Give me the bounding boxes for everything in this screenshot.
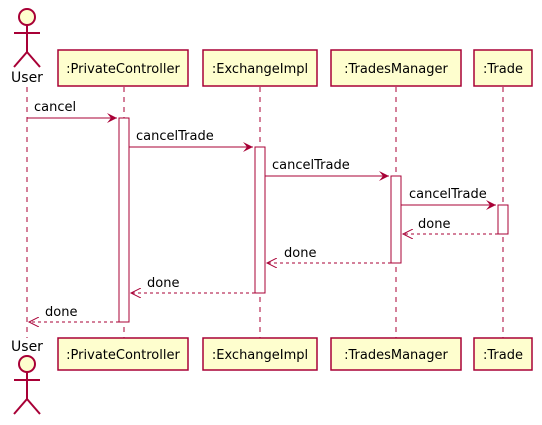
message-done-1: done <box>403 217 498 234</box>
message-label: done <box>284 246 316 261</box>
message-done-2: done <box>267 246 391 263</box>
message-label: cancelTrade <box>272 158 350 173</box>
message-done-3: done <box>131 276 255 293</box>
participant-label: :Trade <box>483 348 523 363</box>
message-cancel: cancel <box>27 100 117 123</box>
participant-label: :ExchangeImpl <box>212 348 308 363</box>
participant-exchange-impl-top: :ExchangeImpl <box>202 49 318 87</box>
actor-user-top: User <box>11 8 43 86</box>
participant-label: :PrivateController <box>66 348 180 363</box>
activation-private-controller <box>118 117 130 323</box>
message-label: done <box>418 217 450 232</box>
message-label: cancel <box>34 100 76 115</box>
participant-label: :PrivateController <box>66 62 180 77</box>
actor-stick-figure-icon <box>13 8 41 68</box>
actor-label-top: User <box>11 70 43 86</box>
activation-exchange-impl <box>254 146 266 294</box>
participant-private-controller-bottom: :PrivateController <box>57 337 189 371</box>
participant-trade-top: :Trade <box>473 49 533 87</box>
participant-trades-manager-bottom: :TradesManager <box>330 337 462 371</box>
message-label: done <box>147 276 179 291</box>
activation-trades-manager <box>390 175 402 264</box>
message-cancel-trade-2: cancelTrade <box>265 158 389 181</box>
message-done-4: done <box>29 305 119 322</box>
message-label: done <box>45 305 77 320</box>
participant-label: :Trade <box>483 62 523 77</box>
participant-exchange-impl-bottom: :ExchangeImpl <box>202 337 318 371</box>
participant-label: :ExchangeImpl <box>212 62 308 77</box>
participant-label: :TradesManager <box>344 62 448 77</box>
message-label: cancelTrade <box>136 129 214 144</box>
participant-trades-manager-top: :TradesManager <box>330 49 462 87</box>
participant-trade-bottom: :Trade <box>473 337 533 371</box>
activation-trade <box>497 204 509 235</box>
message-cancel-trade-3: cancelTrade <box>401 187 496 210</box>
participant-private-controller-top: :PrivateController <box>57 49 189 87</box>
actor-label-bottom: User <box>11 339 43 355</box>
actor-stick-figure-icon <box>13 355 41 415</box>
message-cancel-trade-1: cancelTrade <box>129 129 253 152</box>
actor-user-bottom: User <box>11 339 43 415</box>
participant-label: :TradesManager <box>344 348 448 363</box>
message-label: cancelTrade <box>409 187 487 202</box>
